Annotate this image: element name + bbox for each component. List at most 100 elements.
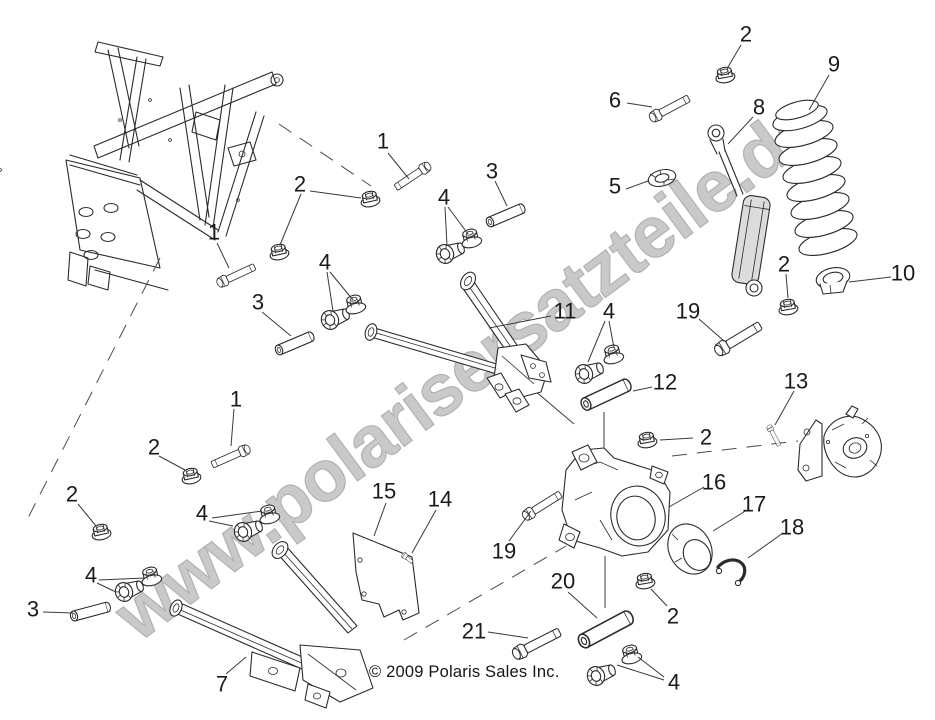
bushing-4e-flanged [112, 575, 147, 605]
leader-line-13 [774, 390, 795, 426]
bolt-1b [214, 261, 258, 290]
leader-line-19 [698, 318, 725, 342]
lower-a-arm [169, 541, 374, 709]
coil-spring [772, 99, 858, 256]
shock-absorber [707, 124, 771, 297]
bolt-1a [392, 159, 434, 193]
callout-7: 7 [216, 672, 228, 697]
callout-18: 18 [780, 515, 804, 540]
leader-line-8 [727, 116, 754, 145]
bolt-19a [711, 318, 765, 359]
leader-line-4 [208, 520, 234, 527]
leader-line-2 [279, 193, 302, 246]
callout-5: 5 [609, 174, 621, 199]
callout-1: 1 [377, 129, 389, 154]
nut-2e [89, 522, 113, 543]
callout-4: 4 [85, 563, 97, 588]
callout-4: 4 [668, 670, 680, 695]
leader-line-12 [632, 386, 653, 392]
upper-a-arm [364, 271, 552, 413]
leader-line-18 [747, 532, 784, 559]
copyright-text: © 2009 Polaris Sales Inc. [369, 663, 560, 681]
tube-20 [575, 608, 637, 651]
leader-line-15 [373, 502, 387, 537]
nut-2b [267, 242, 291, 263]
leader-line-1 [216, 242, 230, 269]
leader-line-2 [659, 437, 694, 441]
leader-line-1 [387, 152, 410, 180]
bolt-21 [509, 625, 564, 663]
nut-2f [776, 297, 800, 317]
bushing-4e-small [138, 564, 164, 589]
callout-2: 2 [700, 425, 712, 450]
callout-2: 2 [66, 482, 78, 507]
callout-8: 8 [753, 95, 765, 120]
nut-2h [633, 571, 657, 591]
bushing-4f-small [618, 642, 644, 667]
leader-line-10 [848, 276, 892, 283]
nut-2a [358, 189, 382, 210]
callout-4: 4 [603, 299, 615, 324]
bushing-4b-small [342, 292, 368, 317]
callout-13: 13 [784, 369, 808, 394]
bolt-6 [646, 92, 692, 125]
retainer-washer [647, 168, 677, 188]
leader-line-2 [158, 455, 186, 471]
callout-1: 1 [208, 220, 220, 245]
callout-3: 3 [252, 290, 264, 315]
leader-line-4 [96, 582, 117, 593]
snap-ring [715, 558, 747, 587]
leader-line-16 [668, 486, 705, 508]
leader-line-4 [98, 577, 146, 581]
guard-screw [401, 552, 414, 564]
callout-12: 12 [653, 370, 677, 395]
bushing-4c-flanged [572, 357, 607, 387]
leader-line-4 [326, 271, 334, 312]
leader-line-7 [225, 656, 247, 675]
callout-6: 6 [609, 88, 621, 113]
callout-10: 10 [891, 261, 915, 286]
nut-2c [713, 65, 737, 85]
tube-3c [68, 600, 113, 623]
tube-3a [484, 202, 528, 229]
bushing-4d-small [256, 502, 282, 527]
callout-2: 2 [148, 435, 160, 460]
leader-line-2 [785, 273, 789, 299]
leader-line-4 [608, 320, 615, 349]
bushing-4c-small [600, 342, 626, 367]
callout-4: 4 [319, 250, 331, 275]
leader-line-4 [587, 320, 606, 363]
leader-line-14 [411, 509, 437, 554]
callout-1: 1 [230, 387, 242, 412]
callout-15: 15 [372, 479, 396, 504]
callout-20: 20 [551, 569, 575, 594]
leader-line-4 [329, 271, 354, 301]
brake-caliper [797, 405, 882, 482]
leader-line-17 [712, 509, 748, 532]
callout-4: 4 [438, 185, 450, 210]
leader-line-2 [77, 503, 97, 527]
guard-plate [352, 532, 420, 621]
leader-line-4 [637, 656, 665, 678]
callout-2: 2 [778, 252, 790, 277]
callout-2: 2 [294, 172, 306, 197]
callout-17: 17 [742, 492, 766, 517]
leader-line-4 [211, 510, 263, 519]
callout-2: 2 [740, 22, 752, 47]
leader-line-6 [626, 102, 653, 108]
leader-line-3 [42, 611, 74, 614]
callout-3: 3 [27, 597, 39, 622]
callout-19: 19 [676, 299, 700, 324]
tube-3b [273, 330, 317, 357]
leader-line-9 [808, 74, 830, 111]
callout-21: 21 [462, 619, 486, 644]
pivot-bushing [667, 523, 713, 575]
bushing-4a-small [458, 226, 484, 251]
callout-14: 14 [428, 487, 452, 512]
leader-line-11 [488, 315, 552, 329]
callout-3: 3 [486, 159, 498, 184]
leader-line-5 [625, 180, 649, 190]
spring-retainer [815, 267, 851, 295]
